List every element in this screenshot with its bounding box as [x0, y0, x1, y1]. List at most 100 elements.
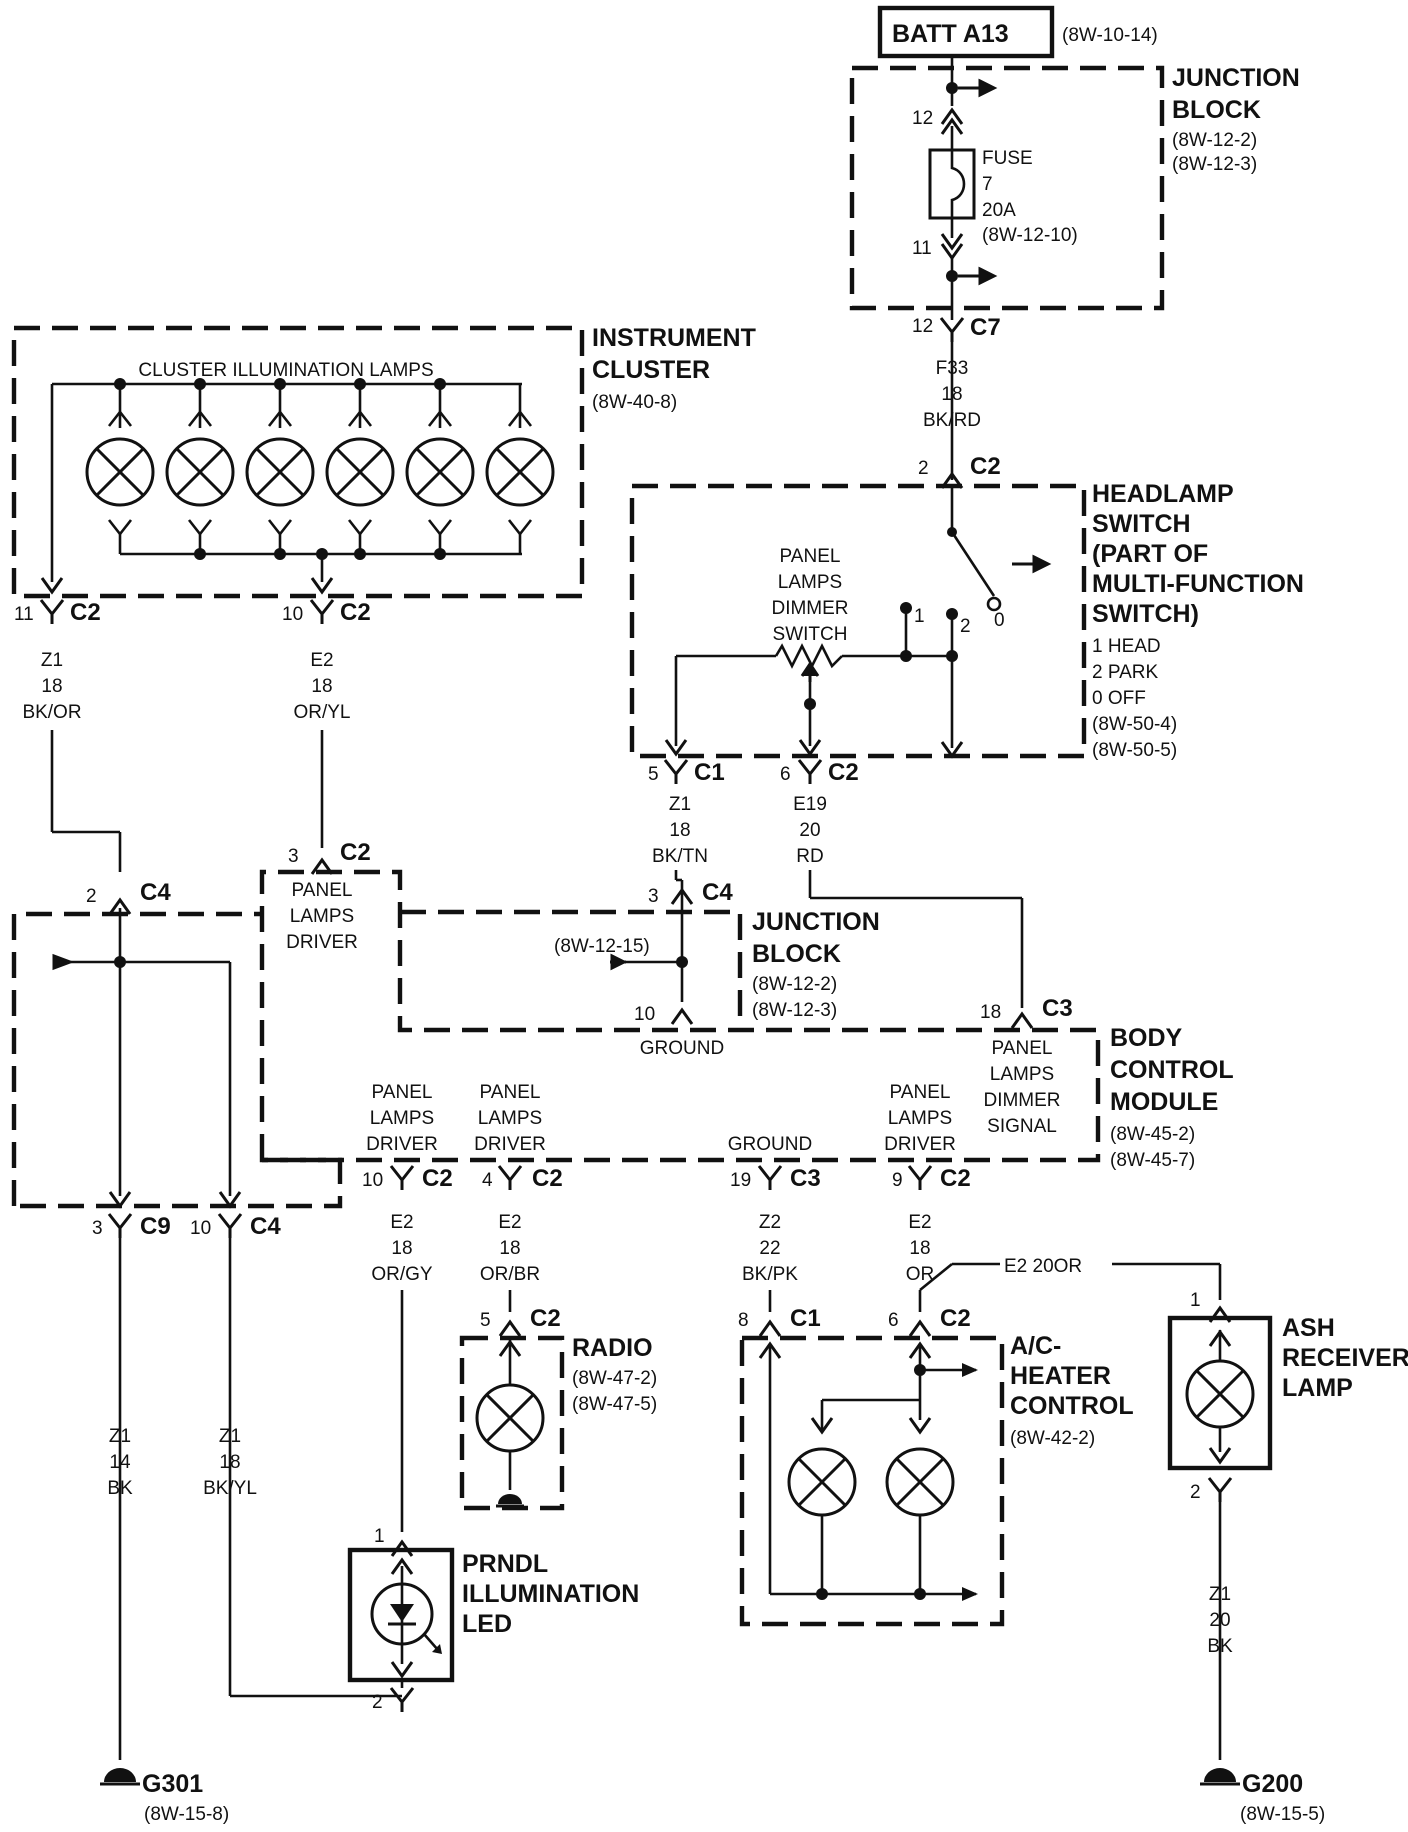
- lamp-lead-bottom: [187, 519, 213, 537]
- svg-text:C9: C9: [140, 1213, 171, 1240]
- svg-text:14: 14: [109, 1452, 131, 1473]
- lamp-lead-top: [427, 409, 453, 427]
- svg-text:18: 18: [41, 676, 62, 697]
- lamp-lead-top: [107, 409, 133, 427]
- wire-e2-oryl: E2 18 OR/YL: [293, 650, 350, 723]
- connector-c7: 12 C7: [912, 314, 1001, 344]
- lamp-lead-top: [507, 409, 533, 427]
- svg-text:LED: LED: [462, 1610, 512, 1638]
- svg-text:9: 9: [892, 1170, 903, 1191]
- svg-text:10: 10: [634, 1004, 655, 1025]
- connector-ic-c2-10: 10 C2: [282, 598, 371, 626]
- svg-text:SWITCH): SWITCH): [1092, 600, 1199, 628]
- wire-z1-bktn: Z1 18 BK/TN: [652, 794, 708, 867]
- bcm-out-a: 10 C2: [362, 1164, 453, 1192]
- svg-text:G200: G200: [1242, 1770, 1303, 1798]
- svg-text:OR/BR: OR/BR: [480, 1264, 540, 1285]
- connector-hs-c2: 6 C2: [780, 758, 859, 786]
- svg-text:GROUND: GROUND: [640, 1038, 724, 1059]
- svg-text:JUNCTION: JUNCTION: [752, 908, 880, 936]
- junction-block-top: JUNCTION BLOCK (8W-12-2) (8W-12-3): [849, 64, 1300, 311]
- jb-top-ref-1: (8W-12-2): [1172, 130, 1257, 151]
- svg-text:(8W-50-5): (8W-50-5): [1092, 740, 1177, 761]
- svg-text:C2: C2: [70, 599, 101, 626]
- svg-text:PANEL: PANEL: [890, 1082, 951, 1103]
- lamp-lead-bottom: [107, 519, 133, 537]
- svg-text:2: 2: [372, 1692, 383, 1713]
- wire-z1-14bk: Z1 14 BK: [107, 1426, 133, 1499]
- svg-text:C1: C1: [694, 759, 725, 786]
- svg-text:Z1: Z1: [219, 1426, 241, 1447]
- bcm-out-labels: PANEL LAMPS DRIVER PANEL LAMPS DRIVER GR…: [366, 1082, 956, 1155]
- svg-text:CONTROL: CONTROL: [1010, 1392, 1134, 1420]
- svg-text:C2: C2: [970, 453, 1001, 480]
- fuse-pin-out: 11: [912, 238, 932, 259]
- svg-text:20: 20: [799, 820, 820, 841]
- svg-text:OR/GY: OR/GY: [371, 1264, 433, 1285]
- fuse-ref: (8W-12-10): [982, 225, 1078, 246]
- svg-text:18: 18: [669, 820, 690, 841]
- svg-text:ASH: ASH: [1282, 1314, 1335, 1342]
- svg-text:GROUND: GROUND: [728, 1134, 812, 1155]
- lamp-lead-bottom: [267, 519, 293, 537]
- prndl-led: 1 PRNDL ILLUMINATION LED: [347, 1526, 639, 1683]
- svg-text:4: 4: [482, 1170, 493, 1191]
- c7-name: C7: [970, 314, 1001, 341]
- svg-text:(PART OF: (PART OF: [1092, 540, 1208, 568]
- svg-text:BK/PK: BK/PK: [742, 1264, 798, 1285]
- svg-text:10: 10: [362, 1170, 383, 1191]
- radio: 5 C2 RADIO (8W-47-2) (8W-47-5): [459, 1305, 657, 1511]
- svg-text:PANEL: PANEL: [372, 1082, 433, 1103]
- svg-text:5: 5: [480, 1310, 491, 1331]
- svg-text:10: 10: [282, 604, 303, 625]
- svg-text:C4: C4: [702, 879, 733, 906]
- svg-text:PANEL: PANEL: [780, 546, 841, 567]
- cluster-lamp-3: [245, 437, 315, 507]
- svg-text:(8W-45-7): (8W-45-7): [1110, 1150, 1195, 1171]
- svg-text:(8W-42-2): (8W-42-2): [1010, 1428, 1095, 1449]
- bcm-c4-in: 2 C4: [86, 879, 171, 916]
- svg-text:2 PARK: 2 PARK: [1092, 662, 1159, 683]
- svg-text:BODY: BODY: [1110, 1024, 1183, 1052]
- svg-text:LAMPS: LAMPS: [290, 906, 354, 927]
- svg-text:1: 1: [914, 606, 925, 627]
- lamp-lead-top: [187, 409, 213, 427]
- svg-text:E2: E2: [390, 1212, 413, 1233]
- svg-text:PRNDL: PRNDL: [462, 1550, 548, 1578]
- svg-text:C2: C2: [340, 839, 371, 866]
- svg-text:1: 1: [374, 1526, 385, 1547]
- svg-text:5: 5: [648, 764, 659, 785]
- battery-label: BATT A13: [892, 20, 1009, 48]
- lamp-lead-top: [347, 409, 373, 427]
- svg-text:ILLUMINATION: ILLUMINATION: [462, 1580, 639, 1608]
- fuse-pin-in: 12: [912, 108, 933, 129]
- svg-text:(8W-12-15): (8W-12-15): [554, 936, 650, 957]
- svg-text:2: 2: [960, 616, 971, 637]
- svg-text:MODULE: MODULE: [1110, 1088, 1218, 1116]
- wire-e2-or: E2 18 OR: [906, 1212, 935, 1285]
- battery-source: BATT A13 (8W-10-14): [877, 5, 1158, 59]
- svg-text:C2: C2: [940, 1305, 971, 1332]
- cluster-lamp-4: [325, 437, 395, 507]
- svg-text:DIMMER: DIMMER: [983, 1090, 1060, 1111]
- svg-text:C2: C2: [828, 759, 859, 786]
- svg-text:C2: C2: [940, 1165, 971, 1192]
- svg-text:BK/YL: BK/YL: [203, 1478, 257, 1499]
- svg-text:DRIVER: DRIVER: [366, 1134, 438, 1155]
- svg-text:PANEL: PANEL: [992, 1038, 1053, 1059]
- dimmer-switch: PANEL LAMPS DIMMER SWITCH: [771, 546, 849, 669]
- wire-z1-20bk: Z1 20 BK: [1207, 1584, 1233, 1657]
- jb-top-ref-2: (8W-12-3): [1172, 154, 1257, 175]
- svg-text:BK: BK: [1207, 1636, 1233, 1657]
- svg-text:0: 0: [994, 610, 1005, 631]
- svg-text:11: 11: [14, 604, 34, 625]
- svg-text:RD: RD: [796, 846, 823, 867]
- ground-g200: G200 (8W-15-5): [1200, 1768, 1325, 1825]
- svg-text:HEATER: HEATER: [1010, 1362, 1111, 1390]
- wire-z2-bkpk: Z2 22 BK/PK: [742, 1212, 798, 1285]
- svg-text:C3: C3: [1042, 995, 1073, 1022]
- bcm-c3-in: 18 C3 PANEL LAMPS DIMMER SIGNAL: [980, 995, 1073, 1137]
- svg-text:E2: E2: [310, 650, 333, 671]
- connector-jb-c4: 3 C4: [648, 879, 733, 907]
- headlamp-switch: HEADLAMP SWITCH (PART OF MULTI-FUNCTION …: [629, 480, 1304, 761]
